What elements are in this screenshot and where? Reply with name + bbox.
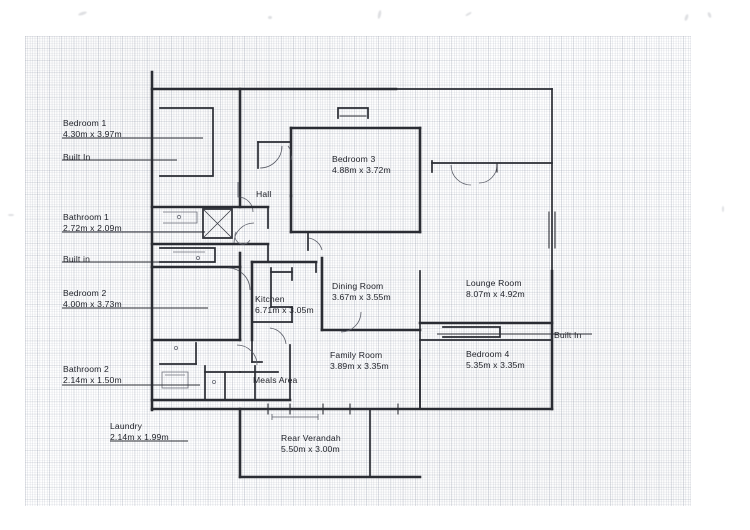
room-name: Bedroom 1 xyxy=(63,118,107,128)
room-name: Built in xyxy=(63,254,90,264)
room-label-builtin3: Built In xyxy=(554,330,581,341)
room-name: Laundry xyxy=(110,421,143,431)
room-dimensions: 3.67m x 3.55m xyxy=(332,292,391,303)
room-dimensions: 5.35m x 3.35m xyxy=(466,360,525,371)
room-dimensions: 3.89m x 3.35m xyxy=(330,361,389,372)
room-name: Bedroom 2 xyxy=(63,288,107,298)
room-name: Rear Verandah xyxy=(281,433,341,443)
room-dimensions: 4.00m x 3.73m xyxy=(63,299,122,310)
room-label-bedroom2: Bedroom 2 4.00m x 3.73m xyxy=(63,288,122,310)
room-dimensions: 4.88m x 3.72m xyxy=(332,165,391,176)
room-label-builtin2: Built in xyxy=(63,254,90,265)
room-label-bedroom4: Bedroom 4 5.35m x 3.35m xyxy=(466,349,525,371)
room-label-bedroom3: Bedroom 3 4.88m x 3.72m xyxy=(332,154,391,176)
room-label-builtin1: Built In xyxy=(63,152,90,163)
room-label-bathroom2: Bathroom 2 2.14m x 1.50m xyxy=(63,364,122,386)
bathroom2-laundry xyxy=(150,338,292,402)
room-name: Bedroom 3 xyxy=(332,154,376,164)
lounge-room-walls xyxy=(418,160,556,325)
pencil-smudge xyxy=(8,214,14,216)
room-name: Built In xyxy=(63,152,91,162)
room-label-meals: Meals Area xyxy=(253,375,298,386)
room-dimensions: 2.14m x 1.50m xyxy=(63,375,122,386)
graph-paper-sheet xyxy=(25,36,691,506)
rear-verandah xyxy=(238,403,422,479)
exterior-walls xyxy=(150,70,554,412)
room-name: Bathroom 1 xyxy=(63,212,109,222)
room-label-bedroom1: Bedroom 1 4.30m x 3.97m xyxy=(63,118,122,140)
room-name: Dining Room xyxy=(332,281,384,291)
room-label-hall: Hall xyxy=(256,189,271,200)
room-label-bathroom1: Bathroom 1 2.72m x 2.09m xyxy=(63,212,122,234)
room-name: Hall xyxy=(256,189,272,199)
bedroom1-walls xyxy=(159,87,254,213)
room-dimensions: 5.50m x 3.00m xyxy=(281,444,340,455)
kitchen-dining-family-walls xyxy=(236,256,422,410)
pencil-smudge xyxy=(268,16,272,19)
bathroom1-and-hall xyxy=(150,205,270,263)
pencil-smudge xyxy=(722,206,724,212)
room-name: Built In xyxy=(554,330,582,340)
leader-lines xyxy=(62,137,592,442)
room-label-dining: Dining Room 3.67m x 3.55m xyxy=(332,281,391,303)
room-dimensions: 8.07m x 4.92m xyxy=(466,289,525,300)
room-dimensions: 2.72m x 2.09m xyxy=(63,223,122,234)
room-label-laundry: Laundry 2.14m x 1.99m xyxy=(110,421,169,443)
room-name: Bedroom 4 xyxy=(466,349,510,359)
builtin-and-bedroom2 xyxy=(150,247,251,342)
room-name: Meals Area xyxy=(253,375,298,385)
room-label-verandah: Rear Verandah 5.50m x 3.00m xyxy=(281,433,341,455)
room-name: Lounge Room xyxy=(466,278,522,288)
room-dimensions: 6.71m x 3.05m xyxy=(255,305,314,316)
room-dimensions: 2.14m x 1.99m xyxy=(110,432,169,443)
bedroom3-walls xyxy=(257,107,422,251)
room-dimensions: 4.30m x 3.97m xyxy=(63,129,122,140)
room-name: Family Room xyxy=(330,350,383,360)
room-label-lounge: Lounge Room 8.07m x 4.92m xyxy=(466,278,525,300)
room-label-kitchen: Kitchen 6.71m x 3.05m xyxy=(255,294,314,316)
room-name: Kitchen xyxy=(255,294,285,304)
room-name: Bathroom 2 xyxy=(63,364,109,374)
room-label-family: Family Room 3.89m x 3.35m xyxy=(330,350,389,372)
